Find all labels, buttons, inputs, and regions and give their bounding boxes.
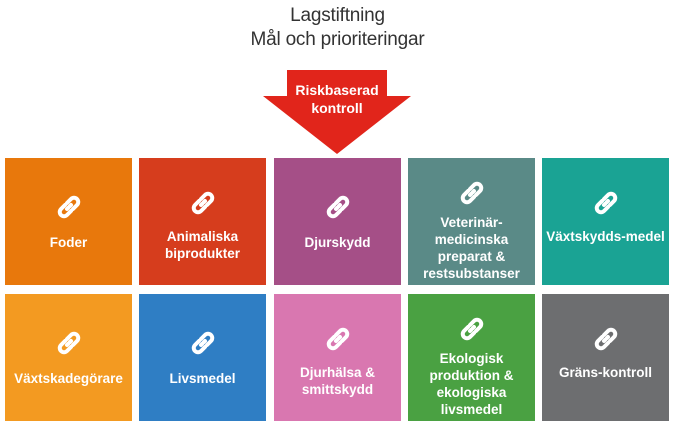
tile-label: Livsmedel (169, 371, 236, 386)
header-subtitle: Mål och prioriteringar (250, 29, 425, 50)
arrow-label: Riskbaserad kontroll (295, 82, 379, 116)
link-icon (188, 328, 218, 358)
link-icon (323, 324, 353, 354)
tile-foder[interactable]: Foder (5, 158, 132, 285)
tile-label: Växtskydds-medel (546, 229, 665, 244)
down-arrow-icon (263, 70, 411, 154)
header-title: Lagstiftning (290, 5, 385, 26)
tile-djurskydd[interactable]: Djurskydd (274, 158, 401, 285)
risk-control-arrow: Riskbaserad kontroll (263, 70, 411, 154)
tile-veterinarmedicinska-preparat[interactable]: Veterinär-medicinska preparat & restsubs… (408, 158, 535, 285)
link-icon (457, 178, 487, 208)
tile-label: Gräns-kontroll (558, 365, 652, 380)
tile-djurhalsa-smittskydd[interactable]: Djurhälsa & smittskydd (274, 294, 401, 421)
tile-ekologisk-produktion[interactable]: Ekologisk produktion & ekologiska livsme… (408, 294, 535, 421)
link-icon (323, 192, 353, 222)
tile-vaxtskadegorare[interactable]: Växtskadegörare (5, 294, 132, 421)
tile-label: Veterinär-medicinska preparat & restsubs… (423, 215, 520, 281)
link-icon (591, 324, 621, 354)
tile-label: Animaliska biprodukter (164, 229, 240, 261)
tile-label: Djurskydd (304, 235, 371, 250)
tile-animaliska-biprodukter[interactable]: Animaliska biprodukter (139, 158, 266, 285)
page-header: Lagstiftning Mål och prioriteringar (0, 4, 675, 52)
link-icon (54, 328, 84, 358)
link-icon (188, 188, 218, 218)
tile-livsmedel[interactable]: Livsmedel (139, 294, 266, 421)
link-icon (54, 192, 84, 222)
tile-label: Växtskadegörare (14, 371, 123, 386)
tile-label: Ekologisk produktion & ekologiska livsme… (429, 351, 514, 417)
tile-vaxtskyddsmedel[interactable]: Växtskydds-medel (542, 158, 669, 285)
tile-label: Foder (49, 235, 88, 250)
link-icon (457, 314, 487, 344)
tile-granskontroll[interactable]: Gräns-kontroll (542, 294, 669, 421)
tile-label: Djurhälsa & smittskydd (299, 365, 376, 397)
link-icon (591, 188, 621, 218)
